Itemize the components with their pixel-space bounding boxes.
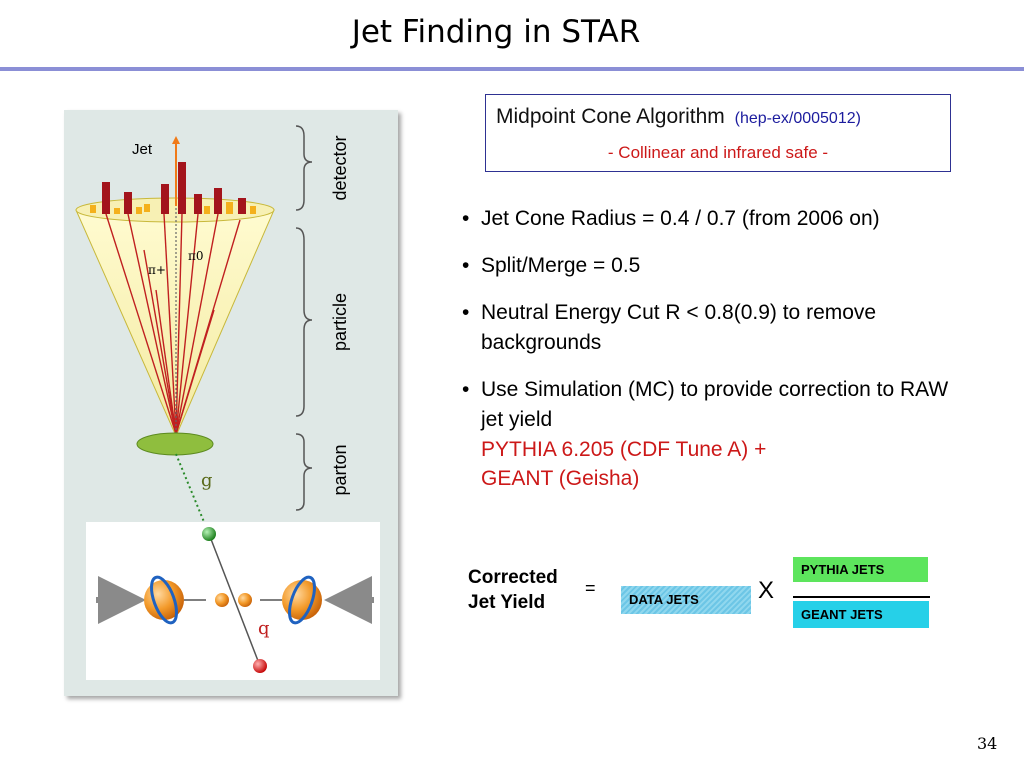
proton-left (144, 580, 184, 620)
level-braces (295, 125, 313, 511)
parton-ellipse (136, 432, 214, 456)
jet-cone-diagram: Jet π+ π0 g detector particle parton (75, 125, 380, 680)
data-jets-box: DATA JETS (621, 586, 751, 614)
detector-level-label: detector (330, 135, 350, 200)
quark-line (208, 533, 261, 667)
parton-ball-right (238, 593, 252, 607)
algorithm-note: - Collinear and infrared safe - (607, 143, 829, 162)
particle-level-label: particle (330, 293, 350, 351)
collision-inset (86, 522, 380, 680)
corrected-label-line2: Jet Yield (468, 592, 546, 613)
jet-label: Jet (132, 141, 153, 158)
bullet-item: Jet Cone Radius = 0.4 / 0.7 (from 2006 o… (462, 204, 962, 234)
gluon-ball (202, 527, 216, 541)
quark-ball (253, 659, 267, 673)
bullet-item: Neutral Energy Cut R < 0.8(0.9) to remov… (462, 298, 962, 358)
jet-cone (75, 209, 275, 438)
algorithm-box: Midpoint Cone Algorithm (hep-ex/0005012)… (485, 94, 951, 172)
bullet-item: Split/Merge = 0.5 (462, 251, 962, 281)
gluon-label: g (201, 470, 213, 491)
jet-cone-figure: Jet π+ π0 g detector particle parton (64, 110, 398, 696)
parton-level-label: parton (330, 444, 350, 495)
simulation-detector-line: GEANT (Geisha) (481, 467, 640, 490)
detector-towers (90, 162, 256, 214)
page-number: 34 (977, 734, 998, 753)
corrected-jet-yield-label: Corrected Jet Yield (468, 565, 558, 615)
corrected-label-line1: Corrected (468, 567, 558, 588)
proton-right (282, 580, 322, 620)
parton-ball-left (215, 593, 229, 607)
pi-plus-label: π+ (148, 263, 166, 277)
bullet-text: Jet Cone Radius = 0.4 / 0.7 (from 2006 o… (481, 207, 880, 230)
bullet-text: Neutral Energy Cut R < 0.8(0.9) to remov… (481, 301, 877, 354)
times-sign: X (758, 577, 775, 604)
collision-illustration: q (96, 527, 374, 673)
particle-tracks (105, 213, 241, 435)
fraction-bar (793, 596, 930, 598)
equals-sign: = (585, 578, 596, 598)
quark-label: q (258, 618, 270, 639)
bullet-text: Split/Merge = 0.5 (481, 254, 641, 277)
bullet-list: Jet Cone Radius = 0.4 / 0.7 (from 2006 o… (462, 204, 962, 510)
jet-arrow (172, 136, 180, 144)
geant-jets-box: GEANT JETS (793, 601, 929, 628)
slide-title: Jet Finding in STAR (351, 14, 641, 50)
pi-zero-label: π0 (188, 249, 204, 263)
bullet-item: Use Simulation (MC) to provide correctio… (462, 375, 962, 493)
title-divider (0, 67, 1024, 71)
algorithm-title: Midpoint Cone Algorithm (hep-ex/0005012) (496, 105, 861, 129)
bullet-text: Use Simulation (MC) to provide correctio… (481, 378, 949, 431)
pythia-jets-box: PYTHIA JETS (793, 557, 928, 582)
simulation-generator-line: PYTHIA 6.205 (CDF Tune A) + (481, 438, 767, 461)
algorithm-reference: (hep-ex/0005012) (734, 110, 861, 127)
algorithm-name: Midpoint Cone Algorithm (496, 105, 725, 128)
